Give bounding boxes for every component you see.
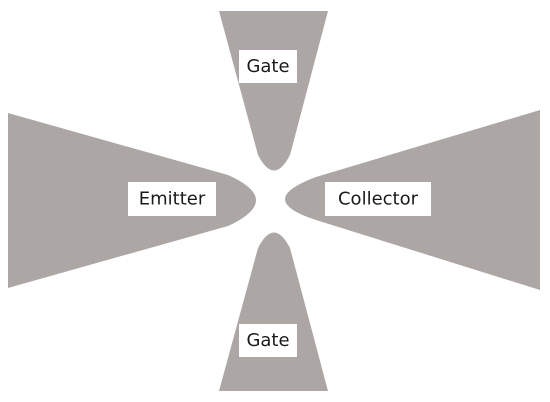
gate-top-label-box xyxy=(239,50,297,83)
gate-bottom-label-box xyxy=(239,324,297,357)
gate-top-label: Gate xyxy=(246,56,289,77)
emitter-label: Emitter xyxy=(139,189,206,210)
collector-label-box xyxy=(325,182,431,216)
gate-top-electrode xyxy=(219,11,328,171)
collector-label: Collector xyxy=(338,189,419,210)
gate-bottom-electrode xyxy=(219,232,328,391)
emitter-label-box xyxy=(128,182,216,216)
gate-bottom-label: Gate xyxy=(246,330,289,351)
